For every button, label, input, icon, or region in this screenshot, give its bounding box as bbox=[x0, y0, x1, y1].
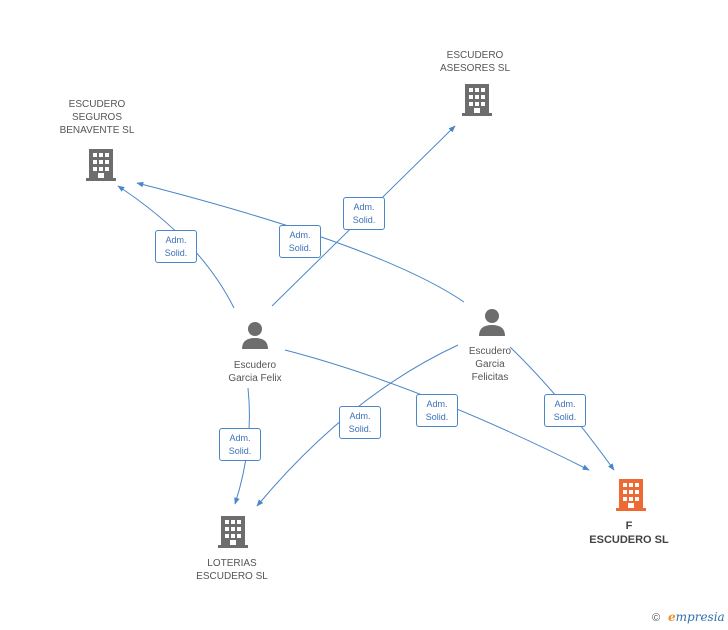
edge-label-felicitas-fescudero: Adm. Solid. bbox=[544, 394, 586, 427]
empresia-logo[interactable]: empresia bbox=[668, 610, 725, 624]
edge-label-felix-fescudero: Adm. Solid. bbox=[416, 394, 458, 427]
edge-label-felix-loterias: Adm. Solid. bbox=[219, 428, 261, 461]
person-icon[interactable] bbox=[242, 322, 268, 349]
node-label-asesores[interactable]: ESCUDERO ASESORES SL bbox=[439, 50, 511, 74]
building-icon-focus[interactable] bbox=[616, 479, 646, 511]
node-label-f-escudero[interactable]: F ESCUDERO SL bbox=[589, 520, 669, 546]
edge-felicitas-seguros bbox=[136, 181, 465, 303]
building-icon[interactable] bbox=[462, 84, 492, 116]
node-label-loterias[interactable]: LOTERIAS ESCUDERO SL bbox=[196, 558, 268, 582]
person-icon[interactable] bbox=[479, 309, 505, 336]
node-label-seguros[interactable]: ESCUDERO SEGUROS BENAVENTE SL bbox=[59, 99, 135, 136]
edge-label-felicitas-loterias: Adm. Solid. bbox=[339, 406, 381, 439]
building-icon[interactable] bbox=[86, 149, 116, 181]
copyright-icon: © bbox=[652, 612, 661, 624]
brand-initial: e bbox=[668, 610, 676, 624]
building-icon[interactable] bbox=[218, 516, 248, 548]
node-label-felix[interactable]: Escudero Garcia Felix bbox=[228, 360, 282, 384]
node-label-felicitas[interactable]: Escudero Garcia Felicitas bbox=[468, 346, 512, 383]
brand-rest: mpresia bbox=[675, 610, 725, 624]
edge-label-felicitas-seguros: Adm. Solid. bbox=[279, 225, 321, 258]
edge-label-felix-seguros: Adm. Solid. bbox=[155, 230, 197, 263]
edge-label-felix-asesores: Adm. Solid. bbox=[343, 197, 385, 230]
